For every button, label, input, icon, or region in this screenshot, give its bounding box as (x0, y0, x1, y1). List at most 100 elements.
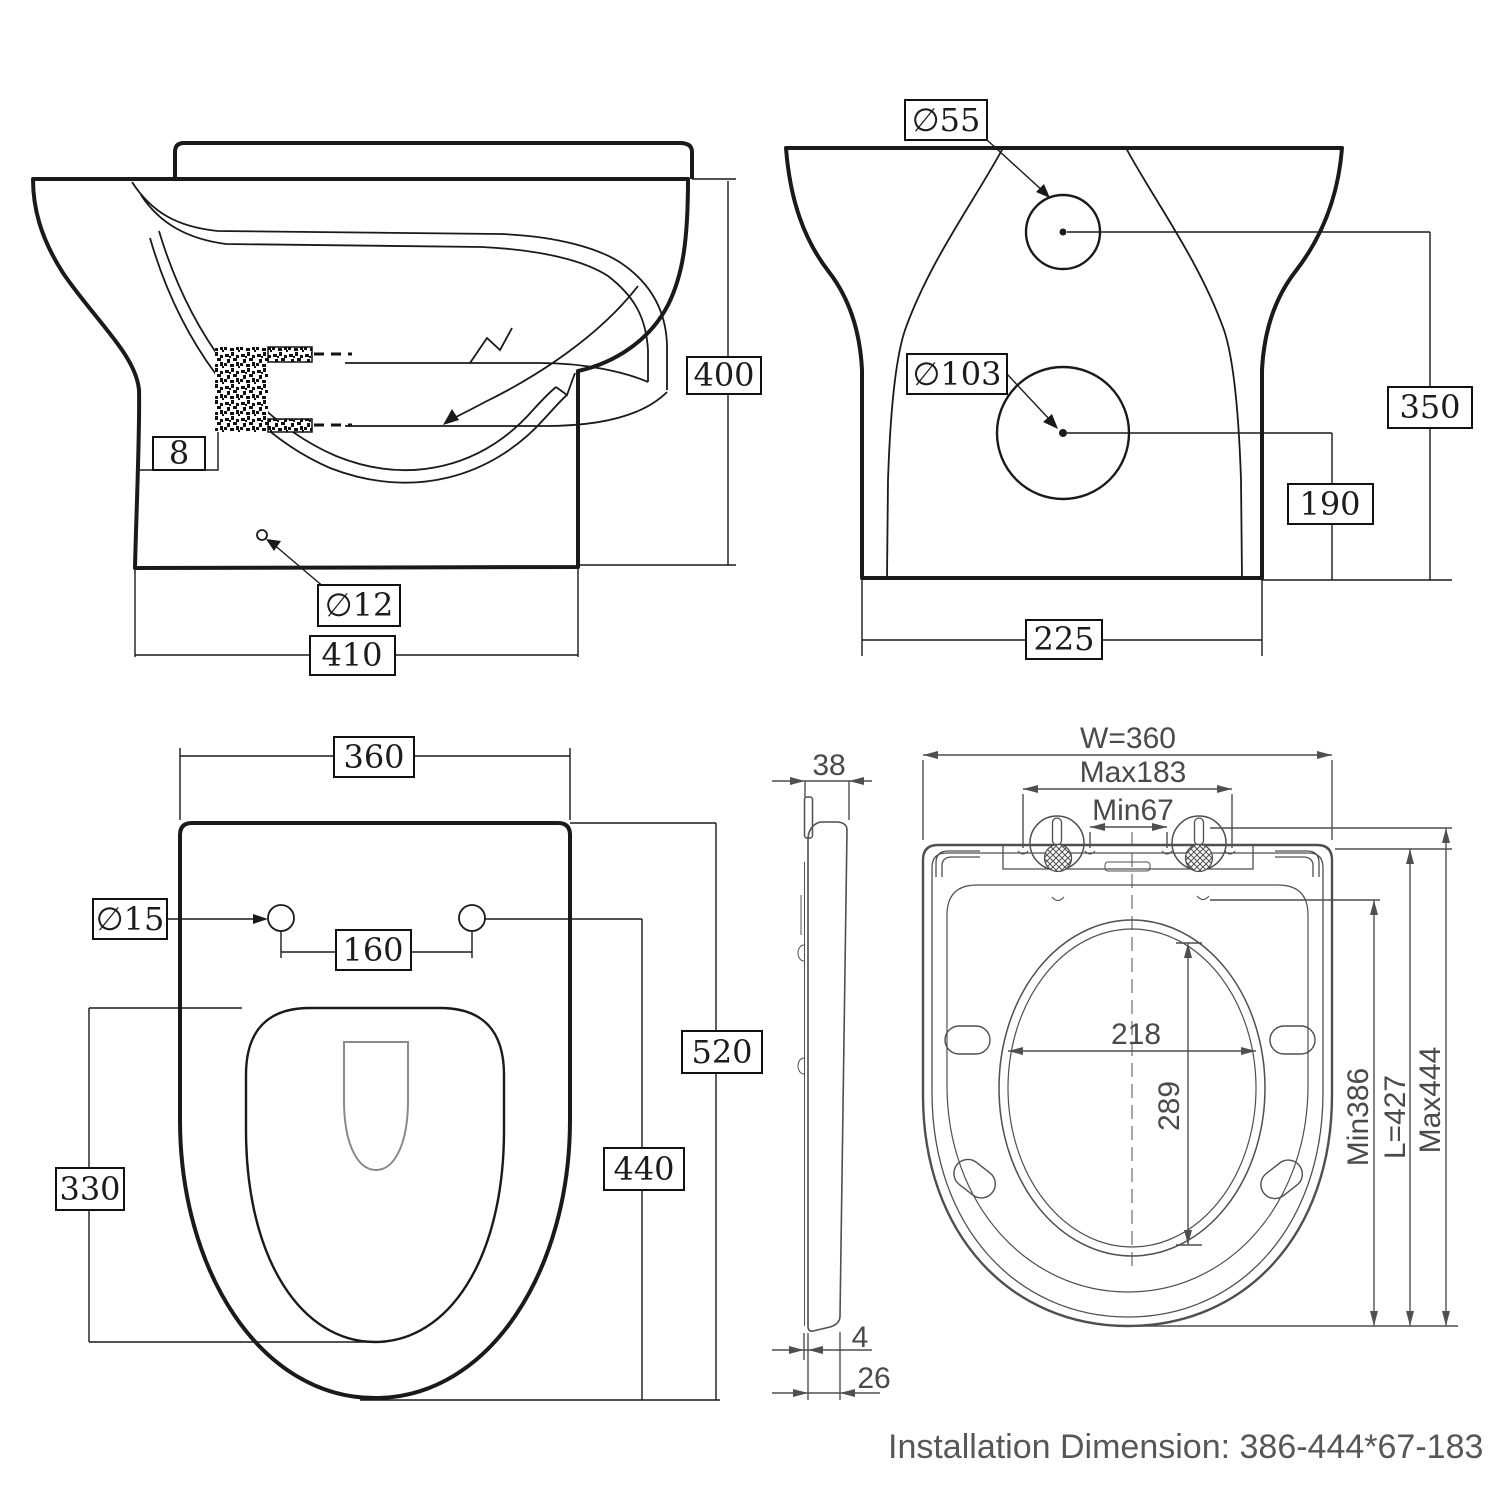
dim-289-arrow-top-icon (1184, 943, 1192, 958)
dim-4-label: 4 (852, 1321, 869, 1354)
dim-l427-arrow-bottom-icon (1406, 1311, 1414, 1326)
pan-side-view: 8 ∅12 400 410 (31, 141, 762, 676)
dim-min67-arrow-right-icon (1152, 823, 1167, 831)
dim-min386-arrow-bottom-icon (1370, 1311, 1378, 1326)
pan-side-trap-bottom-line (345, 391, 668, 427)
dim-w360-arrow-right-icon (1317, 751, 1332, 759)
dim-38-lines (772, 780, 872, 820)
dim-d12-leader (271, 542, 326, 589)
spigot-hidden-dashes (314, 352, 352, 427)
dim-max444-label: Max444 (1414, 1047, 1447, 1154)
dim-d103-box (906, 353, 1008, 395)
dim-26-lines (772, 1332, 880, 1400)
pan-back-view: ∅55 ∅103 350 190 225 (784, 99, 1473, 660)
pan-side-rim-line (131, 181, 622, 264)
dim-26-label: 26 (857, 1362, 890, 1395)
dim-360-box (333, 736, 415, 778)
fixing-hole (256, 529, 268, 541)
dim-289-label: 289 (1153, 1081, 1186, 1131)
wall-section-hatch (215, 347, 268, 432)
dim-max444-arrow-bottom-icon (1442, 1311, 1450, 1326)
installation-dimension-text: Installation Dimension: 386-444*67-183 (888, 1428, 1483, 1466)
dim-218-label: 218 (1111, 1018, 1161, 1051)
dim-160-box (335, 929, 412, 971)
bumper-upper-left (944, 1025, 991, 1055)
dim-d103-label: ∅103 (913, 355, 1002, 393)
pan-side-sump-step (555, 372, 576, 397)
corner-bracket-left (935, 850, 980, 877)
spigot-bottom-bar (267, 418, 313, 433)
dim-d55-label: ∅55 (912, 101, 981, 139)
dim-410-box (309, 635, 396, 676)
dim-min386-arrow-top-icon (1370, 900, 1378, 915)
dim-w360-arrow-left-icon (923, 751, 938, 759)
dim-520-box (681, 1030, 763, 1074)
pan-side-weir-zigzag (469, 327, 513, 364)
dim-410-label: 410 (321, 636, 382, 674)
seat-profile-inner-line (797, 862, 805, 1326)
outlet-center-dot (1059, 429, 1067, 437)
dim-440-label: 440 (613, 1150, 674, 1188)
hinge-right-slot (1193, 817, 1205, 846)
bumper-lower-left (953, 1158, 997, 1199)
pan-side-body-outline (31, 177, 690, 570)
spigot-top-bar (267, 346, 313, 363)
dim-520-lines (360, 822, 720, 1401)
hinge-left-slot (1051, 817, 1063, 846)
dim-l427-label: L=427 (1379, 1075, 1412, 1159)
bumper-upper-right (1269, 1025, 1316, 1055)
dim-max183-lines (1022, 788, 1233, 848)
pan-side-neck-line (607, 275, 649, 382)
dim-400-label: 400 (693, 356, 754, 394)
pan-top-view: 360 ∅15 160 330 440 520 (55, 736, 763, 1401)
dim-d55-leader (986, 139, 1045, 193)
dim-max183-arrow-left-icon (1023, 785, 1038, 793)
surface-arc-marks (1017, 850, 1236, 902)
dim-8-lines (139, 432, 219, 471)
pan-side-rim-inner-line (140, 194, 609, 277)
dim-w360-lines (922, 754, 1333, 840)
dim-330-box (55, 1167, 125, 1211)
seat-profile-outline (807, 821, 848, 1332)
dim-225-box (1025, 619, 1103, 660)
pan-top-bowl-outline (244, 1006, 506, 1344)
dim-d15-label: ∅15 (96, 900, 165, 938)
dim-d12-box (317, 584, 401, 627)
dim-330-lines (88, 1007, 386, 1343)
dim-38-arrow-right-icon (849, 777, 864, 785)
seat-inner-outline (931, 852, 1324, 1318)
bumper-lower-right (1260, 1159, 1304, 1200)
dim-160-label: 160 (342, 931, 403, 969)
dim-520-label: 520 (691, 1033, 752, 1071)
hinge-center-notch (1104, 861, 1151, 872)
pan-side-lid-outline (173, 141, 694, 179)
dim-d55-box (904, 99, 988, 141)
dim-max183-label: Max183 (1080, 756, 1187, 789)
dim-289-arrow-bottom-icon (1184, 1230, 1192, 1245)
dim-440-box (603, 1147, 685, 1191)
pan-side-neck-outer-line (620, 262, 668, 390)
dim-26-arrow-left-icon (793, 1389, 808, 1397)
dim-min67-label: Min67 (1092, 794, 1174, 827)
pan-side-sump-inner (158, 230, 557, 472)
dim-190-label: 190 (1299, 485, 1360, 523)
pan-back-outline (784, 146, 1344, 580)
pan-back-inner-right (1125, 147, 1243, 579)
dim-218-arrow-right-icon (1241, 1047, 1256, 1055)
dim-8-box (152, 436, 206, 471)
flush-flow-arrow (449, 285, 639, 421)
pan-back-inner-left (886, 147, 1004, 579)
dim-360-label: 360 (343, 738, 404, 776)
dim-max183-arrow-right-icon (1217, 785, 1232, 793)
dim-8-label: 8 (169, 434, 189, 472)
dim-38-label: 38 (812, 749, 845, 782)
dim-38-arrow-left-icon (790, 777, 805, 785)
dim-l427-arrow-top-icon (1406, 849, 1414, 864)
seat-top-view: W=360 Max183 Min67 218 289 Min386 L=427 … (921, 722, 1458, 1328)
dim-d55-arrowhead-icon (1036, 184, 1050, 198)
hinge-left-bolt (1043, 843, 1073, 873)
dim-w360-label: W=360 (1080, 722, 1176, 755)
corner-bracket-right (1275, 850, 1320, 877)
dim-length-lines (1135, 827, 1458, 1327)
